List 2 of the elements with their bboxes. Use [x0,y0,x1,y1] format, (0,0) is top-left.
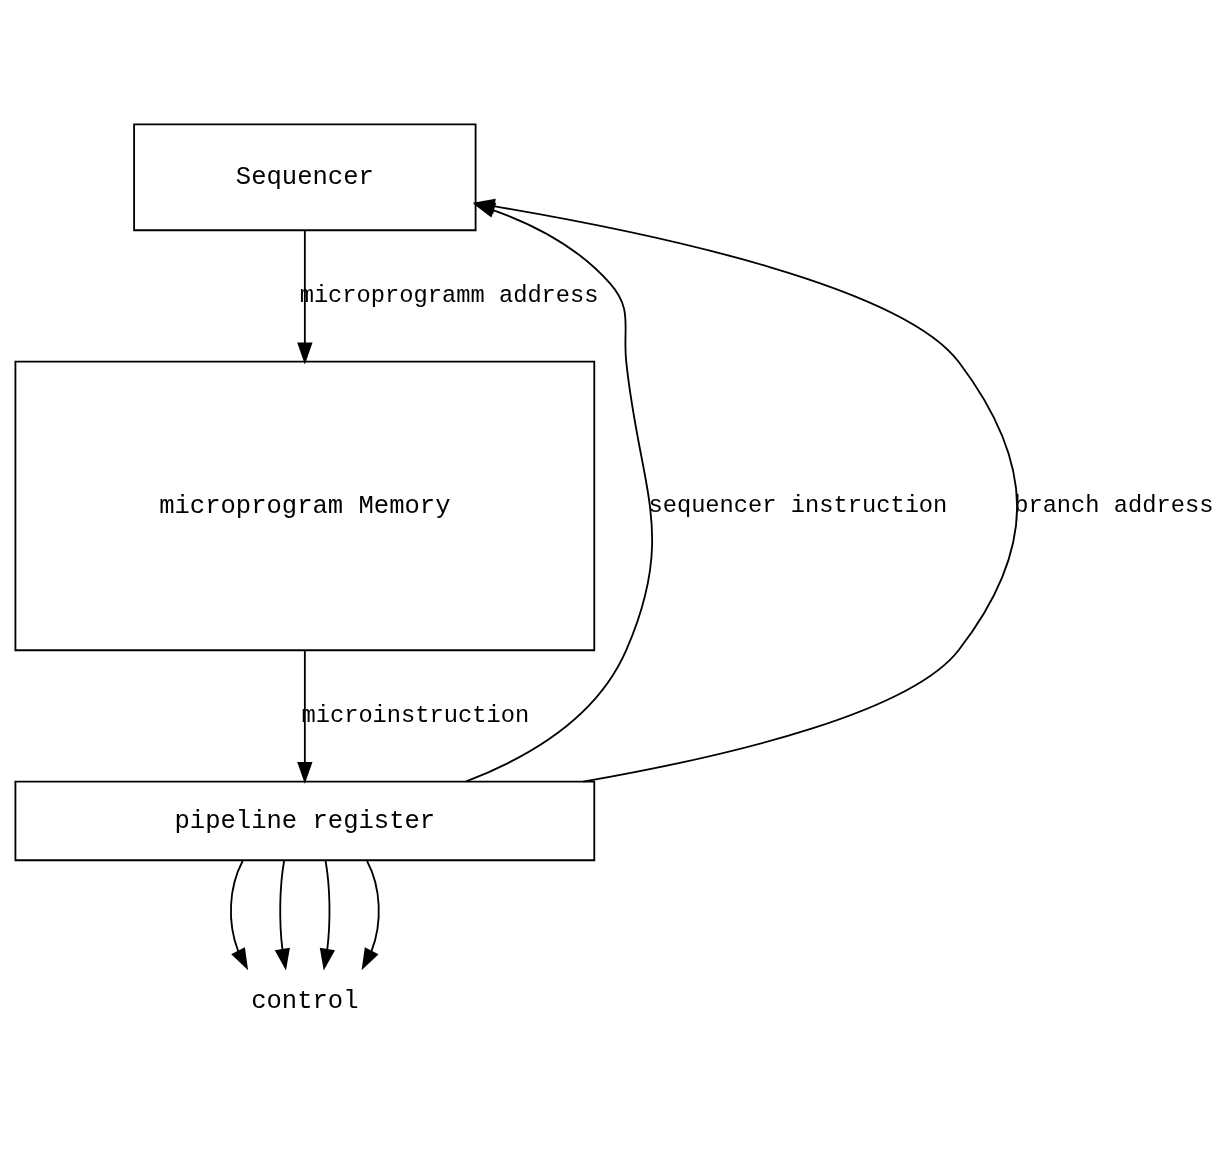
edge-label: sequencer instruction [648,492,948,520]
node-text: control [251,986,359,1016]
